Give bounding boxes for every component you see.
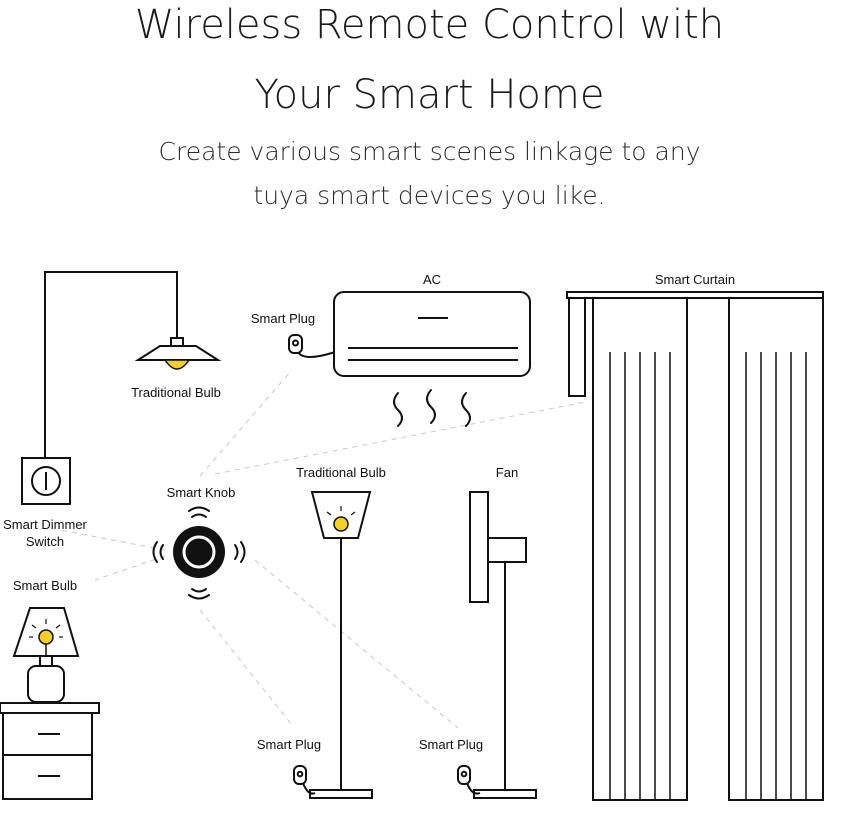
dimmer-switch-icon	[21, 457, 71, 505]
nightstand	[0, 702, 100, 800]
smart-knob-label: Smart Knob	[167, 485, 236, 500]
smart-plug-ac-icon	[288, 334, 336, 358]
ac-unit	[333, 291, 531, 377]
fan-label: Fan	[496, 465, 518, 480]
smart-plug-ac-label: Smart Plug	[251, 311, 315, 326]
page-subtitle-line1: Create various smart scenes linkage to a…	[158, 137, 701, 166]
smart-dimmer-switch-label-line1: Smart Dimmer	[3, 517, 87, 532]
smart-curtain	[566, 291, 824, 801]
smart-plug-lamp-icon	[293, 765, 316, 795]
floor-lamp	[309, 491, 373, 799]
wireless-signal-icon	[152, 506, 246, 600]
smart-dimmer-switch-label-line2: Switch	[26, 534, 64, 549]
connection-lines	[59, 369, 586, 729]
ceiling-bulb-icon	[163, 359, 191, 370]
fan	[469, 491, 537, 799]
ac-label: AC	[423, 272, 441, 287]
smart-plug-lamp-label: Smart Plug	[257, 737, 321, 752]
smart-bulb-label: Smart Bulb	[13, 578, 77, 593]
curtain-folds	[609, 352, 807, 800]
page-title-line1: Wireless Remote Control with	[134, 2, 725, 48]
smart-curtain-label: Smart Curtain	[655, 272, 735, 287]
page-title-line2: Your Smart Home	[254, 72, 605, 118]
floor-bulb-icon	[326, 506, 356, 532]
smart-plug-fan-icon	[457, 765, 481, 795]
ceiling-lamp	[44, 271, 222, 458]
smart-bulb-icon	[29, 619, 63, 656]
traditional-bulb-floor-label: Traditional Bulb	[296, 465, 386, 480]
smart-knob-icon	[173, 526, 225, 578]
airflow-icon	[393, 389, 471, 427]
traditional-bulb-ceiling-label: Traditional Bulb	[131, 385, 221, 400]
smart-plug-fan-label: Smart Plug	[419, 737, 483, 752]
page-subtitle-line2: tuya smart devices you like.	[253, 181, 606, 210]
